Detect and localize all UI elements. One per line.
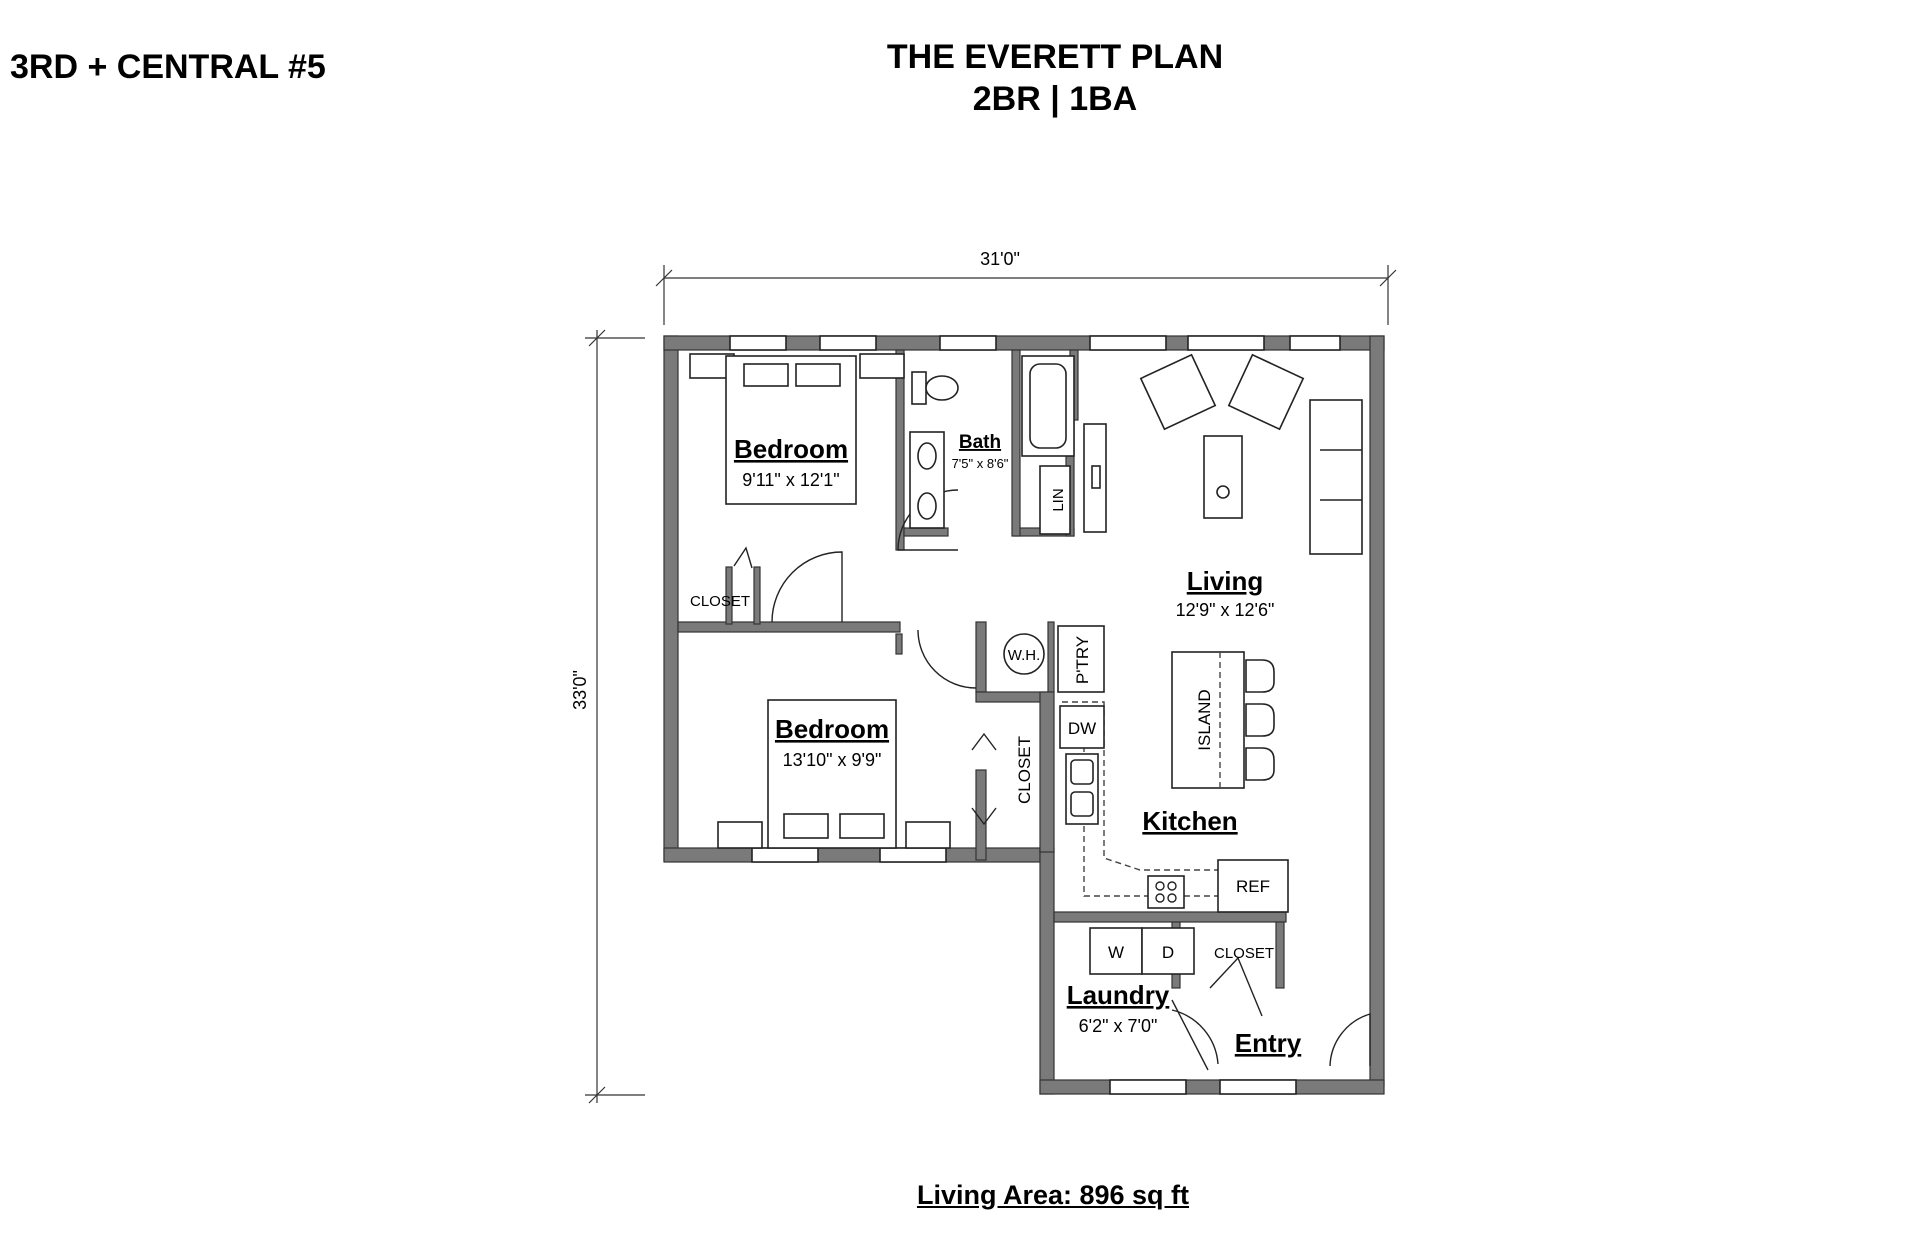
dryer: [1141, 927, 1195, 975]
water-heater: [1003, 633, 1045, 675]
plan-title: THE EVERETT PLAN: [886, 38, 1224, 76]
width-dimension-label: 31'0": [980, 249, 1020, 269]
bedroom-1-name: Bedroom: [734, 434, 848, 464]
island: [1171, 651, 1245, 789]
island-label: ISLAND: [1195, 689, 1214, 750]
bath: Bath 7'5" x 8'6" LIN: [909, 355, 1075, 535]
entry-name: Entry: [1235, 1028, 1302, 1058]
stool: [1245, 747, 1275, 781]
closet-label: CLOSET: [1015, 736, 1034, 804]
pantry: [1057, 625, 1105, 693]
unit-label: 3RD + CENTRAL #5: [10, 48, 326, 86]
washer-label: W: [1108, 943, 1124, 962]
plan-subtitle: 2BR | 1BA: [972, 80, 1138, 118]
width-dimension: 31'0": [655, 249, 1397, 325]
range: [1147, 875, 1185, 909]
armchair: [1227, 353, 1305, 431]
bath-name: Bath: [959, 432, 1001, 453]
stool: [1245, 659, 1275, 693]
stool: [1245, 703, 1275, 737]
depth-dimension-label: 33'0": [570, 670, 590, 710]
water-heater-label: W.H.: [1008, 647, 1041, 664]
refrigerator-label: REF: [1236, 877, 1270, 896]
toilet-tank: [911, 371, 927, 405]
bedroom-1: Bedroom 9'11" x 12'1" CLOSET: [689, 353, 905, 610]
utility: W.H. P'TRY: [1003, 625, 1105, 693]
living-size: 12'9" x 12'6": [1176, 600, 1275, 620]
laundry: W D Laundry 6'2" x 7'0": [1067, 927, 1195, 1036]
windows: [729, 335, 1341, 1095]
living-area-note: Living Area: 896 sq ft: [916, 1180, 1190, 1210]
bedroom-2: Bedroom 13'10" x 9'9" CLOSET: [717, 699, 1034, 849]
bedroom-2-size: 13'10" x 9'9": [783, 750, 882, 770]
living-name: Living: [1187, 566, 1264, 596]
dishwasher: [1059, 705, 1105, 749]
pantry-label: P'TRY: [1073, 636, 1092, 684]
nightstand: [905, 821, 951, 849]
dishwasher-label: DW: [1068, 719, 1096, 738]
sofa: [1309, 399, 1363, 555]
kitchen: DW REF ISLAND Kitchen: [1059, 651, 1289, 913]
armchair: [1139, 353, 1217, 431]
depth-dimension: 33'0": [570, 329, 645, 1104]
nightstand: [717, 821, 763, 849]
bedroom-1-size: 9'11" x 12'1": [742, 470, 839, 490]
refrigerator: [1217, 859, 1289, 913]
laundry-size: 6'2" x 7'0": [1079, 1016, 1158, 1036]
bath-size: 7'5" x 8'6": [952, 456, 1009, 471]
linen-closet: [1039, 465, 1071, 535]
dryer-label: D: [1162, 943, 1174, 962]
closet-label: CLOSET: [1214, 945, 1274, 962]
nightstand: [859, 353, 905, 379]
linen-label: LIN: [1050, 488, 1067, 511]
laundry-name: Laundry: [1067, 980, 1170, 1010]
toilet: [925, 375, 959, 401]
closet-label: CLOSET: [690, 593, 750, 610]
bedroom-2-name: Bedroom: [775, 714, 889, 744]
coffee-table: [1203, 435, 1243, 519]
entry: CLOSET Entry: [1214, 945, 1302, 1058]
kitchen-name: Kitchen: [1142, 806, 1237, 836]
living-room: Living 12'9" x 12'6": [1083, 353, 1363, 620]
doors: [733, 489, 1371, 1071]
